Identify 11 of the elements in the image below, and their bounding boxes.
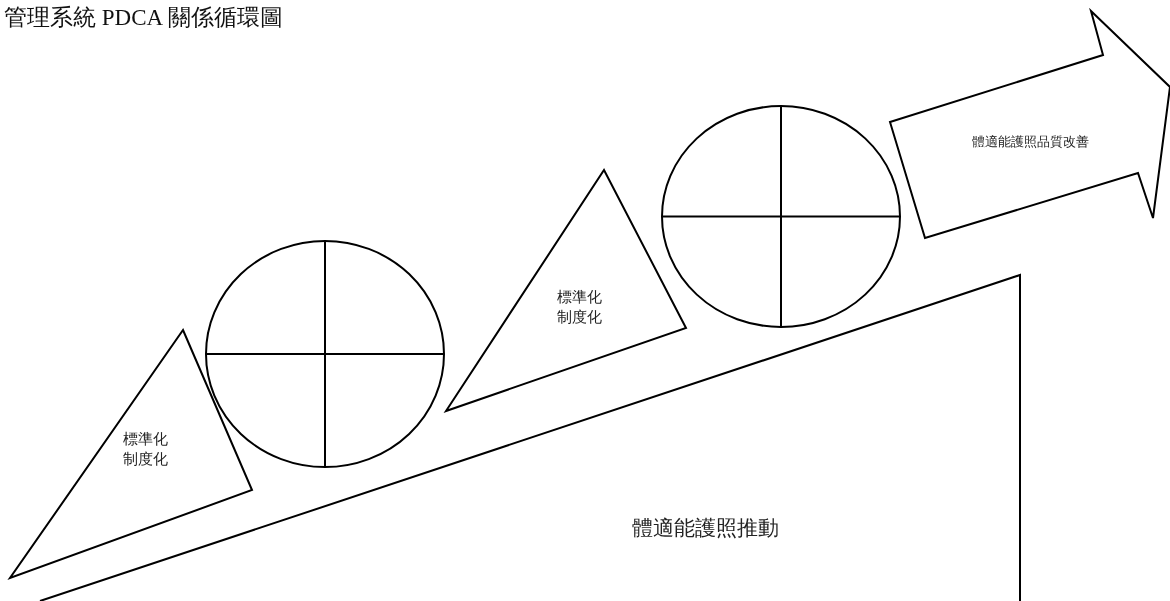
- ramp-shape: [40, 275, 1020, 601]
- triangle-shape: [446, 170, 686, 411]
- shape-label: 體適能護照推動: [630, 515, 780, 542]
- shape-label: 體適能護照品質改善: [970, 134, 1090, 151]
- shape-label: 標準化制度化: [121, 430, 169, 469]
- shape-label: 標準化制度化: [555, 288, 603, 327]
- diagram-title: 管理系統 PDCA 關係循環圖: [4, 4, 283, 32]
- triangle-shape: [10, 330, 252, 578]
- quartered-circle: [205, 240, 445, 468]
- block-arrow: [890, 11, 1170, 238]
- quartered-circle: [661, 105, 901, 328]
